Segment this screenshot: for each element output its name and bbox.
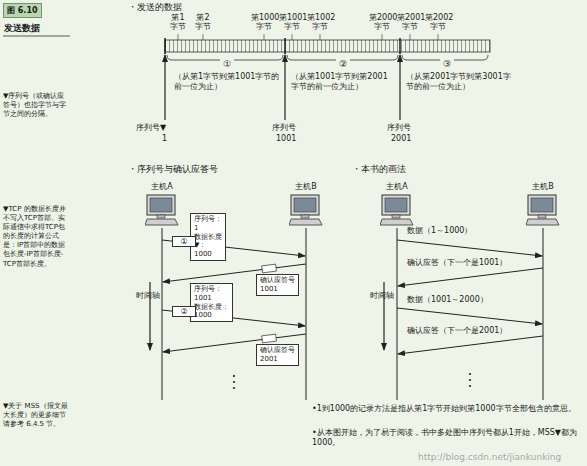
host-computer: 主机A bbox=[139, 181, 185, 227]
watermark: http://blog.csdn.net/jiankunking bbox=[418, 452, 561, 463]
node-text: ② bbox=[173, 307, 195, 317]
range-note: （从第2001字节到第3001字节的前一位为止） bbox=[406, 72, 512, 91]
callout-number: ③ bbox=[440, 59, 454, 70]
side-note: ▼关于 MSS（报文最大长度）的更多细节请参考 6.4.5 节。 bbox=[3, 402, 69, 429]
sequence-label: 序列号 bbox=[272, 123, 296, 133]
node-text: 图 6.10 bbox=[7, 5, 38, 16]
packet-box: ① bbox=[172, 236, 196, 247]
footnote: •从本图开始，为了易于阅读，书中多处图中序列号都从1开始，MSS▼都为1000。 bbox=[312, 428, 580, 449]
side-note: ▼序列号（或确认应答号）也指字节与字节之间的分隔。 bbox=[3, 92, 69, 119]
callout-box: 确认应答号 2001 bbox=[256, 344, 299, 366]
section-heading: ・发送的数据 bbox=[128, 2, 182, 13]
byte-label: 第1001 字节 bbox=[279, 13, 305, 31]
node-text: 序列号：1001 数据长度：1000 bbox=[194, 285, 229, 320]
figure-number-box: 图 6.10 bbox=[3, 3, 42, 18]
byte-label: 第1002 字节 bbox=[307, 13, 333, 31]
side-note: ▼TCP 的数据长度并不写入TCP首部。实际通信中求得TCP包的长度的计算公式是… bbox=[3, 205, 69, 269]
time-axis-label: 时间轴 bbox=[136, 292, 144, 301]
host-label: 主机A bbox=[374, 181, 420, 192]
ellipsis-dots bbox=[233, 373, 471, 389]
sequence-value: 2001 bbox=[391, 134, 411, 144]
callout-box: 确认应答号 1001 bbox=[256, 274, 299, 296]
callout-number: ① bbox=[220, 59, 234, 70]
sequence-value: 1 bbox=[162, 134, 167, 144]
sequence-label: 序列号 bbox=[387, 123, 411, 133]
node-text: 序列号：1 数据长度▼：1000 bbox=[194, 215, 222, 259]
arrow-label: 确认应答（下一个是2001） bbox=[406, 326, 508, 336]
callout-box: 序列号：1001 数据长度：1000 bbox=[190, 283, 233, 322]
host-computer: 主机A bbox=[374, 181, 420, 227]
byte-label: 第2002 字节 bbox=[425, 13, 451, 31]
byte-label: 第1 字节 bbox=[165, 13, 191, 31]
section-heading: ・本书的画法 bbox=[352, 164, 406, 175]
byte-label: 第2001 字节 bbox=[397, 13, 423, 31]
node-text: 确认应答号 1001 bbox=[260, 276, 295, 294]
host-label: 主机A bbox=[139, 181, 185, 192]
host-label: 主机B bbox=[520, 181, 566, 192]
byte-strip bbox=[165, 34, 490, 54]
sequence-label: 序列号▼ bbox=[136, 123, 166, 133]
byte-label: 第1000 字节 bbox=[251, 13, 277, 31]
arrow-label: 确认应答（下一个是1001） bbox=[406, 258, 508, 268]
host-label: 主机B bbox=[283, 181, 329, 192]
node-text: 确认应答号 2001 bbox=[260, 346, 295, 364]
sequence-value: 1001 bbox=[276, 134, 296, 144]
footnote: •1到1000的记录方法是指从第1字节开始到第1000字节全部包含的意思。 bbox=[312, 404, 580, 414]
header-rule bbox=[3, 36, 70, 37]
sequence-arrow bbox=[165, 55, 400, 120]
time-axis-label: 时间轴 bbox=[370, 292, 378, 301]
host-computer: 主机B bbox=[283, 181, 329, 227]
byte-label: 第2000 字节 bbox=[369, 13, 395, 31]
arrow-label: 数据（1～1000） bbox=[406, 226, 473, 236]
packet-box: ② bbox=[172, 306, 196, 317]
host-computer: 主机B bbox=[520, 181, 566, 227]
range-note: （从第1字节到第1001字节的前一位为止） bbox=[174, 72, 280, 91]
section-heading: ・序列号与确认应答号 bbox=[128, 164, 218, 175]
figure-title: 发送数据 bbox=[4, 23, 40, 34]
range-note: （从第1001字节到第2001字节的前一位为止） bbox=[291, 72, 395, 91]
callout-number: ② bbox=[336, 59, 350, 70]
byte-label: 第2 字节 bbox=[190, 13, 216, 31]
node-text: ① bbox=[173, 237, 195, 247]
arrow-label: 数据（1001～2000） bbox=[406, 295, 489, 305]
